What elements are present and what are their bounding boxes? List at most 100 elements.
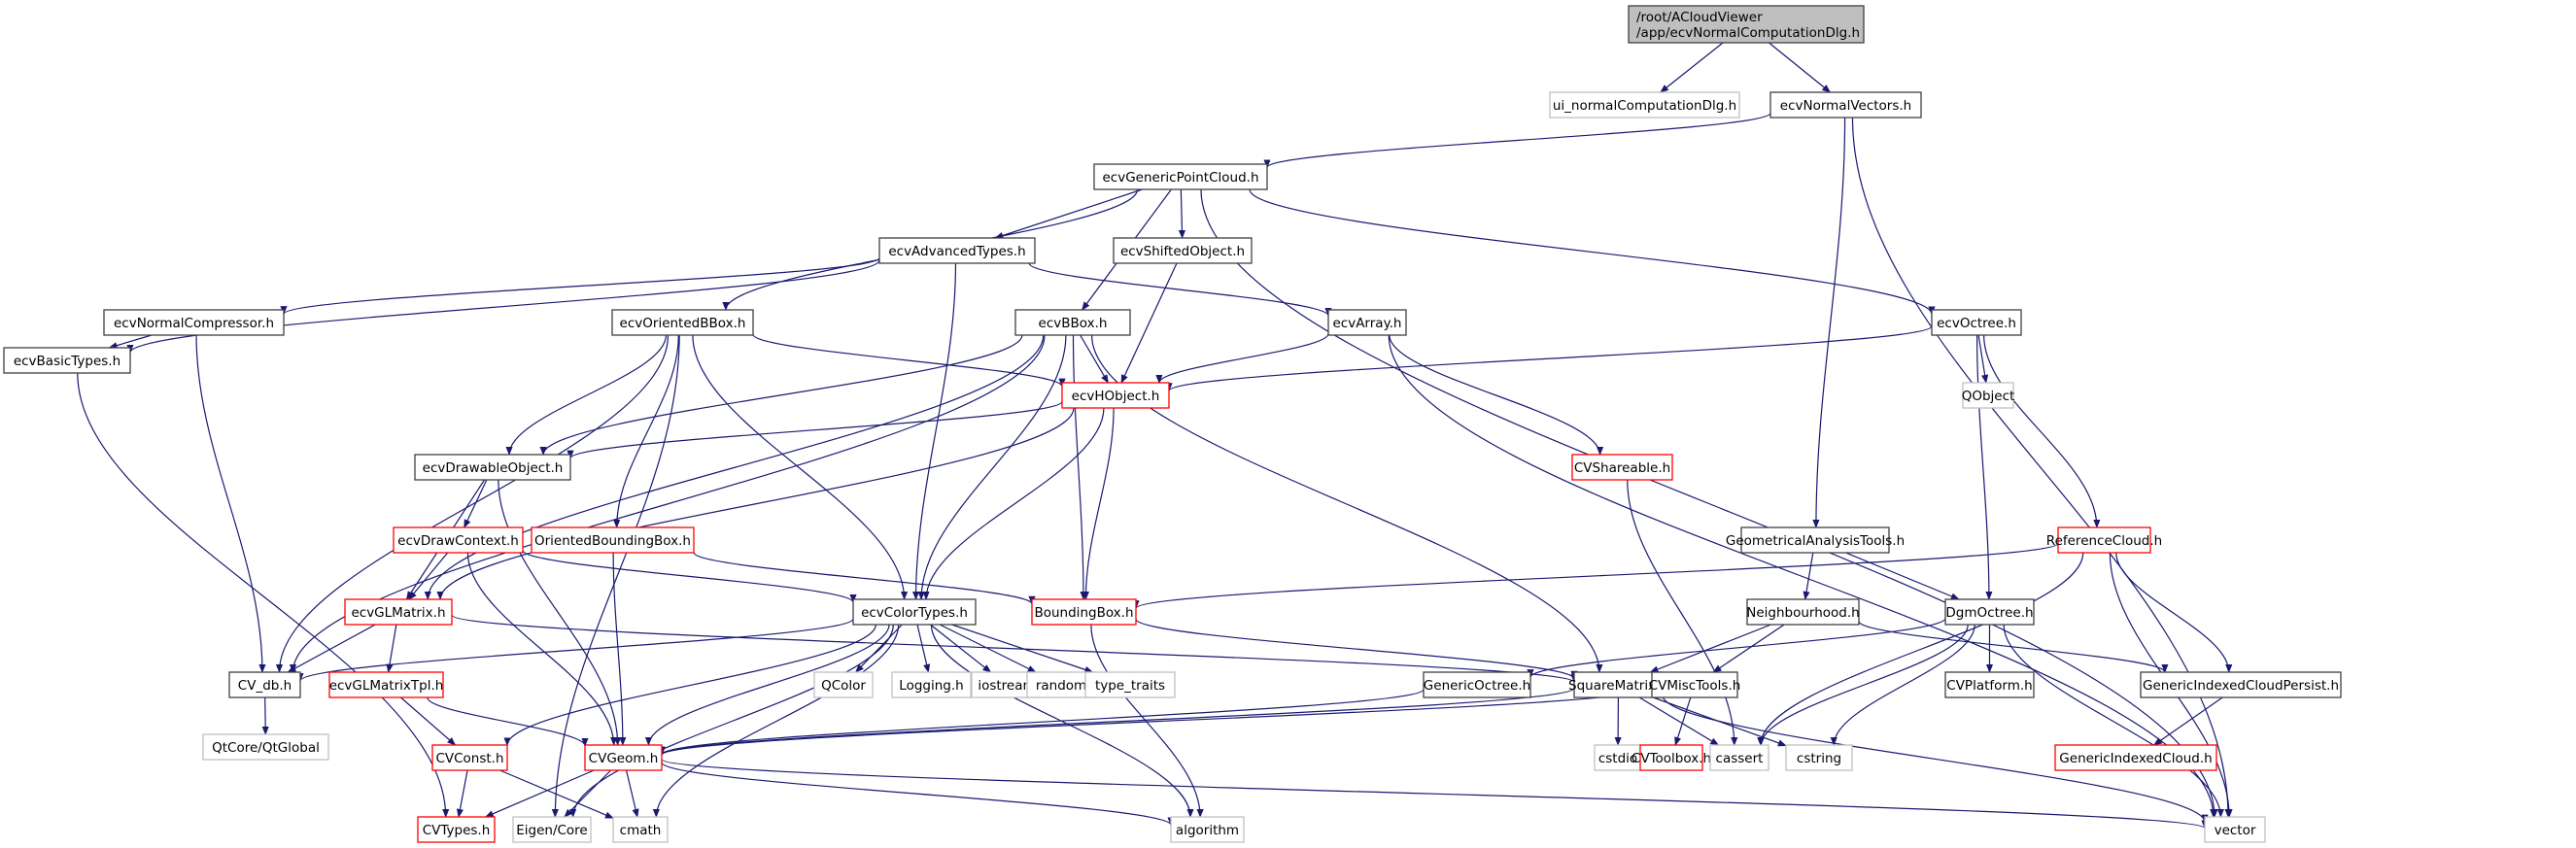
node-cmath: cmath	[612, 816, 669, 843]
node-orientedboundingbox[interactable]: OrientedBoundingBox.h	[531, 526, 695, 554]
edge-line	[1812, 117, 1846, 528]
edge-line	[1200, 188, 2218, 818]
node-box	[1709, 744, 1769, 771]
node-ecvoctree[interactable]: ecvOctree.h	[1931, 309, 2022, 336]
node-neighbourhood[interactable]: Neighbourhood.h	[1746, 598, 1860, 626]
node-ecvhobject[interactable]: ecvHObject.h	[1061, 382, 1170, 409]
node-genericoctree[interactable]: GenericOctree.h	[1423, 671, 1531, 698]
edge-ecvhobject-to-ecvcolortypes	[922, 407, 1105, 600]
edge-line	[289, 334, 1046, 673]
edge-ecvorientedbbox-to-orientedboundingbox	[613, 334, 679, 528]
node-label: DgmOctree.h	[1945, 605, 2033, 621]
node-genericindexedcloudpersist[interactable]: GenericIndexedCloudPersist.h	[2140, 671, 2342, 698]
node-genericindexedcloud[interactable]: GenericIndexedCloud.h	[2054, 744, 2217, 771]
node-label: CVGeom.h	[589, 751, 659, 766]
node-box	[1423, 671, 1531, 698]
node-label: ecvDrawContext.h	[397, 533, 519, 549]
node-label: ecvOrientedBBox.h	[620, 316, 746, 331]
node-cv_db[interactable]: CV_db.h	[228, 671, 301, 698]
edge-ecvorientedbbox-to-ecvcolortypes	[692, 334, 909, 600]
node-ecvorientedbbox[interactable]: ecvOrientedBBox.h	[611, 309, 754, 336]
node-root[interactable]: /root/ACloudViewer/app/ecvNormalComputat…	[1628, 5, 1865, 44]
edge-ecvoctree-to-qobject	[1977, 334, 1989, 384]
node-ecvdrawcontext[interactable]: ecvDrawContext.h	[393, 526, 524, 554]
node-random: random	[1026, 671, 1096, 698]
edge-neighbourhood-to-squarematrix	[1649, 624, 1771, 673]
node-box	[417, 816, 496, 843]
node-label: GenericIndexedCloud.h	[2059, 751, 2212, 766]
node-box	[103, 309, 285, 336]
edge-ecvbbox-to-ecvglmatrix	[424, 334, 1045, 600]
edge-cvmisctools-to-cvtoolbox	[1674, 696, 1692, 746]
node-dgmoctree[interactable]: DgmOctree.h	[1944, 598, 2035, 626]
node-box	[2140, 671, 2342, 698]
node-ecvglmatrix[interactable]: ecvGLMatrix.h	[344, 598, 453, 626]
node-ecvshiftedobject[interactable]: ecvShiftedObject.h	[1113, 237, 1253, 264]
edge-referencecloud-to-boundingbox	[1132, 542, 2059, 610]
node-ecvnormalvectors[interactable]: ecvNormalVectors.h	[1769, 91, 1922, 119]
edge-line	[1830, 624, 1975, 746]
node-geometricalanalysistools[interactable]: GeometricalAnalysisTools.h	[1726, 526, 1905, 554]
node-boundingbox[interactable]: BoundingBox.h	[1031, 598, 1137, 626]
edge-line	[752, 333, 1066, 388]
node-box	[431, 744, 508, 771]
node-ecvcolortypes[interactable]: ecvColorTypes.h	[852, 598, 977, 626]
node-label: GenericIndexedCloudPersist.h	[2143, 678, 2339, 694]
node-box	[1014, 309, 1131, 336]
node-box	[1061, 382, 1170, 409]
edge-line	[692, 334, 909, 600]
edge-line	[400, 696, 457, 746]
node-ecvglmatrixtpl[interactable]: ecvGLMatrixTpl.h	[328, 671, 444, 698]
edge-cvgeom-to-cmath	[625, 769, 639, 818]
edge-ecvarray-to-vector	[1388, 334, 2217, 818]
edge-line	[658, 689, 1425, 756]
edge-line	[1165, 325, 1933, 392]
edge-ecvgenericpointcloud-to-ecvadvancedtypes	[994, 188, 1143, 239]
node-cvconst[interactable]: CVConst.h	[431, 744, 508, 771]
node-box	[512, 816, 592, 843]
node-ecvnormalcompressor[interactable]: ecvNormalCompressor.h	[103, 309, 285, 336]
node-ecvbbox[interactable]: ecvBBox.h	[1014, 309, 1131, 336]
node-ecvadvancedtypes[interactable]: ecvAdvancedTypes.h	[878, 237, 1036, 264]
node-box	[1628, 5, 1865, 44]
edge-dgmoctree-to-cstring	[1830, 624, 1975, 746]
node-label: ReferenceCloud.h	[2046, 533, 2162, 549]
node-label: ecvNormalVectors.h	[1780, 98, 1911, 114]
node-box	[1740, 526, 1890, 554]
edge-orientedboundingbox-to-cvgeom	[612, 552, 627, 746]
node-ecvdrawableobject[interactable]: ecvDrawableObject.h	[414, 454, 571, 481]
edge-squarematrix-to-cvgeom	[658, 687, 1575, 757]
node-cvshareable[interactable]: CVShareable.h	[1571, 454, 1673, 481]
node-box	[813, 671, 874, 698]
edge-line	[1975, 334, 1993, 600]
node-label: random	[1036, 678, 1086, 694]
edge-line	[661, 762, 1175, 827]
edge-line	[551, 334, 680, 818]
edge-line	[2003, 624, 2224, 818]
node-label: ui_normalComputationDlg.h	[1553, 98, 1736, 114]
edge-line	[296, 618, 854, 682]
edge-ecvhobject-to-ecvdrawableobject	[567, 400, 1063, 459]
edge-line	[569, 624, 894, 818]
node-label: GenericOctree.h	[1424, 678, 1530, 694]
node-ecvbasictypes[interactable]: ecvBasicTypes.h	[3, 347, 131, 374]
edge-ecvbbox-to-boundingbox	[1072, 334, 1087, 600]
node-cvplatform[interactable]: CVPlatform.h	[1944, 671, 2035, 698]
edge-cvshareable-to-cassert	[1627, 479, 1738, 746]
node-box	[414, 454, 571, 481]
edge-ecvbasictypes-to-cvtypes	[77, 372, 450, 818]
edge-squarematrix-to-vector	[1662, 695, 2209, 824]
node-referencecloud[interactable]: ReferenceCloud.h	[2046, 526, 2162, 554]
node-box	[1769, 91, 1922, 119]
node-ecvarray[interactable]: ecvArray.h	[1327, 309, 1407, 336]
edge-line	[2115, 552, 2233, 673]
node-cvtoolbox[interactable]: CVToolbox.h	[1631, 744, 1711, 771]
node-label: ecvGenericPointCloud.h	[1103, 170, 1259, 186]
node-logging: Logging.h	[891, 671, 972, 698]
edge-line	[612, 552, 627, 746]
node-cvmisctools[interactable]: CVMiscTools.h	[1649, 671, 1741, 698]
node-cvgeom[interactable]: CVGeom.h	[584, 744, 663, 771]
node-cvtypes[interactable]: CVTypes.h	[417, 816, 496, 843]
node-ecvgenericpointcloud[interactable]: ecvGenericPointCloud.h	[1093, 163, 1268, 190]
